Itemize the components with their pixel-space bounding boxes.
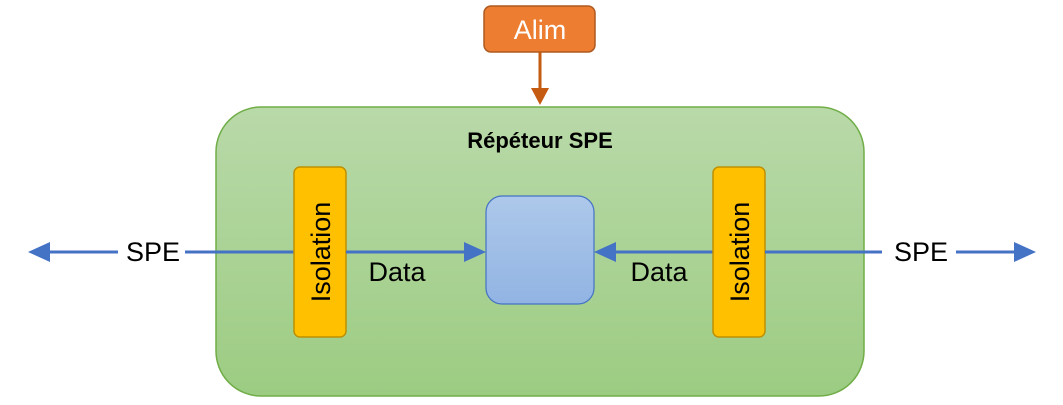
left-data-arrowhead-icon xyxy=(464,242,486,262)
right-spe-label: SPE xyxy=(894,237,948,267)
right-spe-arrowhead-icon xyxy=(1014,242,1036,262)
left-data-label: Data xyxy=(368,257,426,287)
power-supply-label: Alim xyxy=(514,15,567,45)
left-isolation-label: Isolation xyxy=(306,202,336,303)
right-data-arrowhead-icon xyxy=(594,242,616,262)
power-arrowhead-icon xyxy=(531,88,549,105)
left-spe-label: SPE xyxy=(126,237,180,267)
repeater-title: Répéteur SPE xyxy=(467,128,613,153)
right-data-label: Data xyxy=(630,257,688,287)
core-block xyxy=(485,195,595,305)
right-isolation-label: Isolation xyxy=(725,202,755,303)
left-spe-arrowhead-icon xyxy=(28,242,50,262)
